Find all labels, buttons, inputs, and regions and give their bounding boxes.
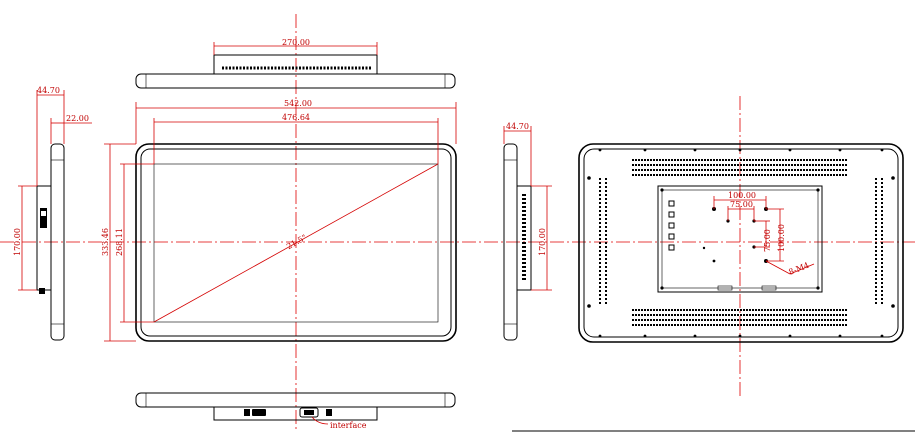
dim-screw-spec: 8-M4 [787,261,810,277]
dim-active-height: 268.11 [115,228,124,256]
interface-label: interface [330,421,367,430]
dim-top-width: 270.00 [282,38,310,47]
back-vent-grilles [599,159,883,326]
dim-outer-height: 333.46 [101,228,110,256]
dim-left-depth: 44.70 [37,86,60,95]
dim-vesa-outer-v: 100.00 [777,224,786,252]
centerlines [0,14,915,432]
back-view: 100.00 75.00 75.00 100.00 8-M4 [578,143,904,343]
right-side-view: 44.70 170.00 [503,122,552,341]
dim-left-box-height: 170.00 [13,228,22,256]
dim-vesa-outer: 100.00 [728,191,756,200]
front-view: 21.5" 542.00 476.64 333.46 268.11 [101,99,457,342]
back-buttons [668,200,675,251]
vesa-holes [702,207,768,263]
top-view: 270.00 [135,38,456,89]
dim-right-box-height: 170.00 [538,228,547,256]
dim-vesa-inner-v: 75.00 [763,229,772,252]
dim-diagonal: 21.5" [285,233,308,251]
back-frame-screws [587,148,895,338]
dim-outer-width: 542.00 [284,99,312,108]
left-side-view: 44.70 22.00 170.00 [13,86,92,341]
dim-vesa-inner: 75.00 [730,200,753,209]
back-box-screws [660,188,820,290]
dim-left-thin-depth: 22.00 [66,114,89,123]
dim-active-width: 476.64 [282,113,310,122]
dim-right-depth: 44.70 [506,122,529,131]
bottom-ports [244,407,332,418]
bottom-view: interface [135,392,456,430]
